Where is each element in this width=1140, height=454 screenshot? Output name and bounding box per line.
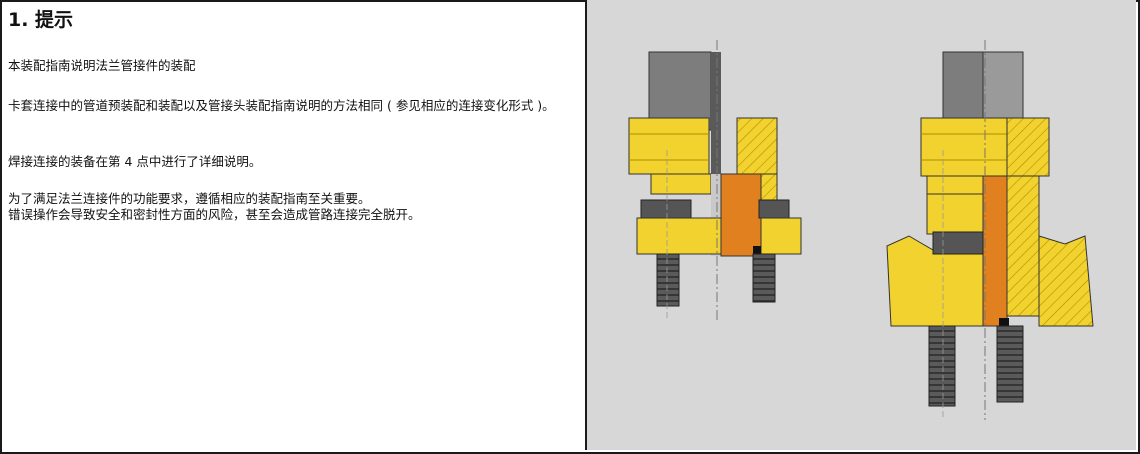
flange-fitting-right — [886, 40, 1094, 420]
panel-divider — [585, 0, 587, 450]
paragraph-preassembly-text: 卡套连接中的管道预装配和装配以及管接头装配指南说明的方法相同 ( 参见相应的连接… — [8, 98, 555, 113]
paragraph-requirements-line2: 错误操作会导致安全和密封性方面的风险，甚至会造成管路连接完全脱开。 — [8, 207, 421, 222]
flange-fitting-left — [628, 40, 802, 320]
illustration-panel — [587, 0, 1136, 450]
paragraph-preassembly: 卡套连接中的管道预装配和装配以及管接头装配指南说明的方法相同 ( 参见相应的连接… — [8, 98, 578, 114]
paragraph-requirements: 为了满足法兰连接件的功能要求，遵循相应的装配指南至关重要。 错误操作会导致安全和… — [8, 191, 583, 223]
paragraph-intro: 本装配指南说明法兰管接件的装配 — [8, 58, 196, 73]
text-panel: 1. 提示 本装配指南说明法兰管接件的装配 卡套连接中的管道预装配和装配以及管接… — [8, 9, 583, 223]
section-title: 1. 提示 — [8, 9, 74, 31]
paragraph-welding: 焊接连接的装备在第 4 点中进行了详细说明。 — [8, 154, 262, 169]
flange-fittings-illustration — [628, 40, 1094, 420]
paragraph-requirements-line1: 为了满足法兰连接件的功能要求，遵循相应的装配指南至关重要。 — [8, 191, 371, 206]
